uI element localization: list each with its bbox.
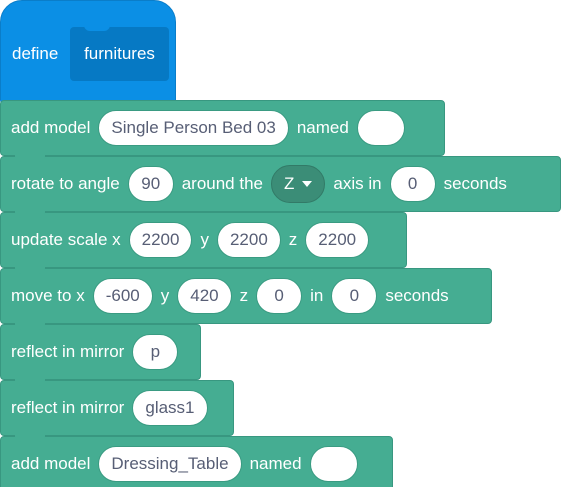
define-keyword: define [12, 44, 59, 63]
procedure-name-notch [84, 23, 110, 31]
block-notch [15, 155, 45, 162]
block-notch [15, 435, 45, 442]
block-notch [15, 379, 45, 386]
block-label: z [288, 230, 298, 249]
seconds-input[interactable]: 0 [389, 166, 436, 202]
mirror-name-input[interactable]: p [132, 334, 179, 370]
block-label: seconds [443, 174, 507, 193]
scale-z-input[interactable]: 2200 [305, 222, 370, 258]
add-model-block[interactable]: add model Dressing_Table named [0, 436, 393, 487]
block-label: named [249, 454, 302, 473]
model-name-input[interactable]: Dressing_Table [98, 446, 242, 482]
block-label: update scale x [11, 230, 121, 249]
mirror-name-input[interactable]: glass1 [132, 390, 208, 426]
block-label: add model [11, 454, 91, 473]
block-label: axis in [333, 174, 382, 193]
block-label: named [296, 118, 349, 137]
procedure-name-block[interactable]: furnitures [70, 23, 169, 81]
model-name-input[interactable]: Single Person Bed 03 [98, 110, 289, 146]
define-block[interactable]: define furnitures [0, 0, 176, 104]
reflect-mirror-block[interactable]: reflect in mirror p [0, 324, 201, 386]
add-model-block[interactable]: add model Single Person Bed 03 named [0, 100, 445, 162]
move-seconds-input[interactable]: 0 [331, 278, 378, 314]
block-label: y [200, 230, 209, 249]
block-notch [15, 267, 45, 274]
move-y-input[interactable]: 420 [177, 278, 232, 314]
scale-x-input[interactable]: 2200 [128, 222, 193, 258]
angle-input[interactable]: 90 [127, 166, 174, 202]
block-label: add model [11, 118, 91, 137]
named-input[interactable] [356, 110, 405, 146]
block-label: reflect in mirror [11, 342, 125, 361]
block-label: around the [181, 174, 263, 193]
rotate-block[interactable]: rotate to angle 90 around the Z axis in … [0, 156, 561, 218]
block-label: rotate to angle [11, 174, 120, 193]
scale-y-input[interactable]: 2200 [216, 222, 281, 258]
axis-dropdown-value: Z [284, 174, 295, 193]
block-label: move to x [11, 286, 85, 305]
named-input[interactable] [309, 446, 358, 482]
update-scale-block[interactable]: update scale x 2200 y 2200 z 2200 [0, 212, 407, 274]
block-label: y [160, 286, 170, 305]
block-label: in [310, 286, 324, 305]
block-label: reflect in mirror [11, 398, 125, 417]
axis-dropdown[interactable]: Z [271, 165, 326, 203]
block-label: seconds [385, 286, 449, 305]
block-label: z [239, 286, 249, 305]
procedure-name-label: furnitures [84, 44, 155, 63]
move-z-input[interactable]: 0 [256, 278, 303, 314]
reflect-mirror-block[interactable]: reflect in mirror glass1 [0, 380, 234, 442]
move-x-input[interactable]: -600 [92, 278, 153, 314]
block-notch [15, 211, 45, 218]
caret-down-icon [302, 181, 313, 187]
move-to-block[interactable]: move to x -600 y 420 z 0 in 0 seconds [0, 268, 492, 330]
block-notch [15, 323, 45, 330]
